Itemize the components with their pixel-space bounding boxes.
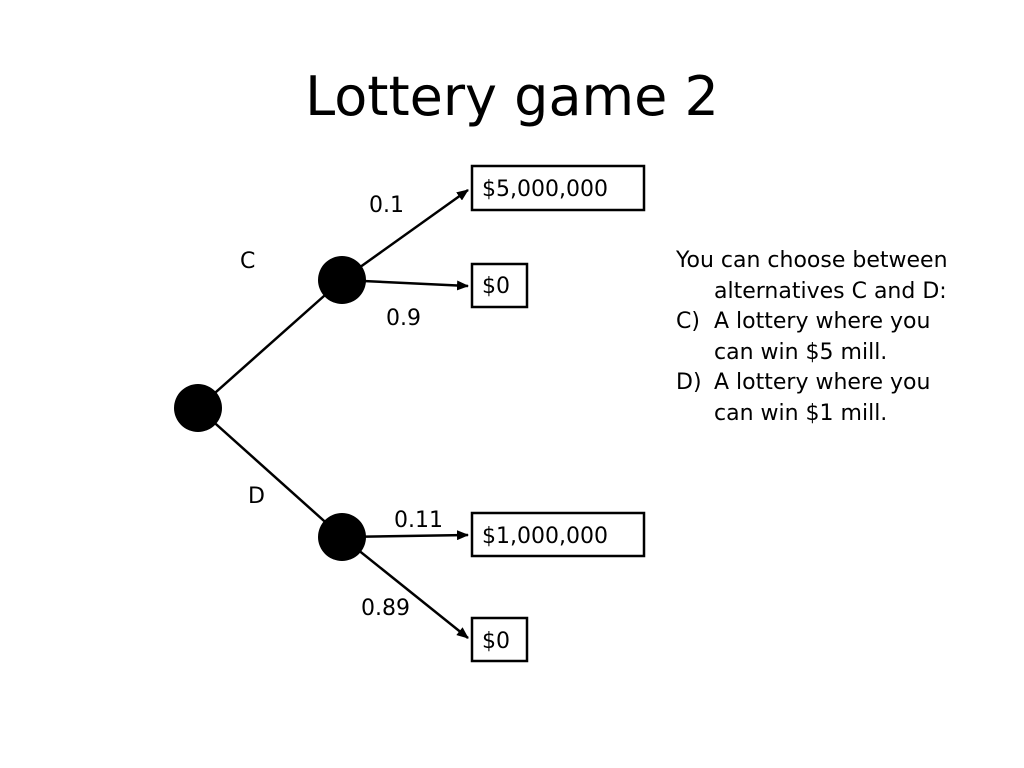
probability-d-zero: 0.89: [361, 596, 410, 621]
option-d-marker: D): [676, 370, 702, 396]
branch-d-line: [197, 407, 343, 538]
arrow-d-zero: [341, 536, 469, 639]
option-c-line-1: A lottery where you: [714, 309, 931, 335]
branch-c-line: [197, 279, 343, 409]
branch-d-label: D: [248, 484, 265, 509]
slide-title: Lottery game 2: [305, 65, 719, 128]
payoff-c-zero: $0: [482, 274, 510, 299]
option-d-line-1: A lottery where you: [714, 370, 931, 396]
outcome-box-d-zero: [470, 616, 529, 663]
chance-node-c: [318, 256, 366, 304]
description-text: You can choose between alternatives C an…: [676, 246, 1016, 430]
outcome-box-c-win: [470, 164, 646, 212]
probability-c-zero: 0.9: [386, 306, 421, 331]
payoff-d-win: $1,000,000: [482, 524, 608, 549]
outcome-box-d-win: [470, 511, 646, 558]
intro-line-1: You can choose between: [676, 248, 948, 273]
payoff-c-win: $5,000,000: [482, 177, 608, 202]
root-node: [174, 384, 222, 432]
probability-d-win: 0.11: [394, 508, 443, 533]
intro-line-2: alternatives C and D:: [714, 278, 947, 304]
option-c-item: C) A lottery where you: [676, 307, 1016, 338]
option-c-line-2: can win $5 mill.: [714, 339, 888, 365]
chance-node-d: [318, 513, 366, 561]
probability-c-win: 0.1: [369, 193, 404, 218]
arrow-c-win: [341, 188, 469, 282]
option-d-item: D) A lottery where you: [676, 368, 1016, 399]
outcome-box-c-zero: [470, 262, 529, 309]
option-c-marker: C): [676, 309, 700, 335]
branch-c-label: C: [240, 249, 255, 274]
payoff-d-zero: $0: [482, 629, 510, 654]
option-d-line-2: can win $1 mill.: [714, 400, 888, 426]
